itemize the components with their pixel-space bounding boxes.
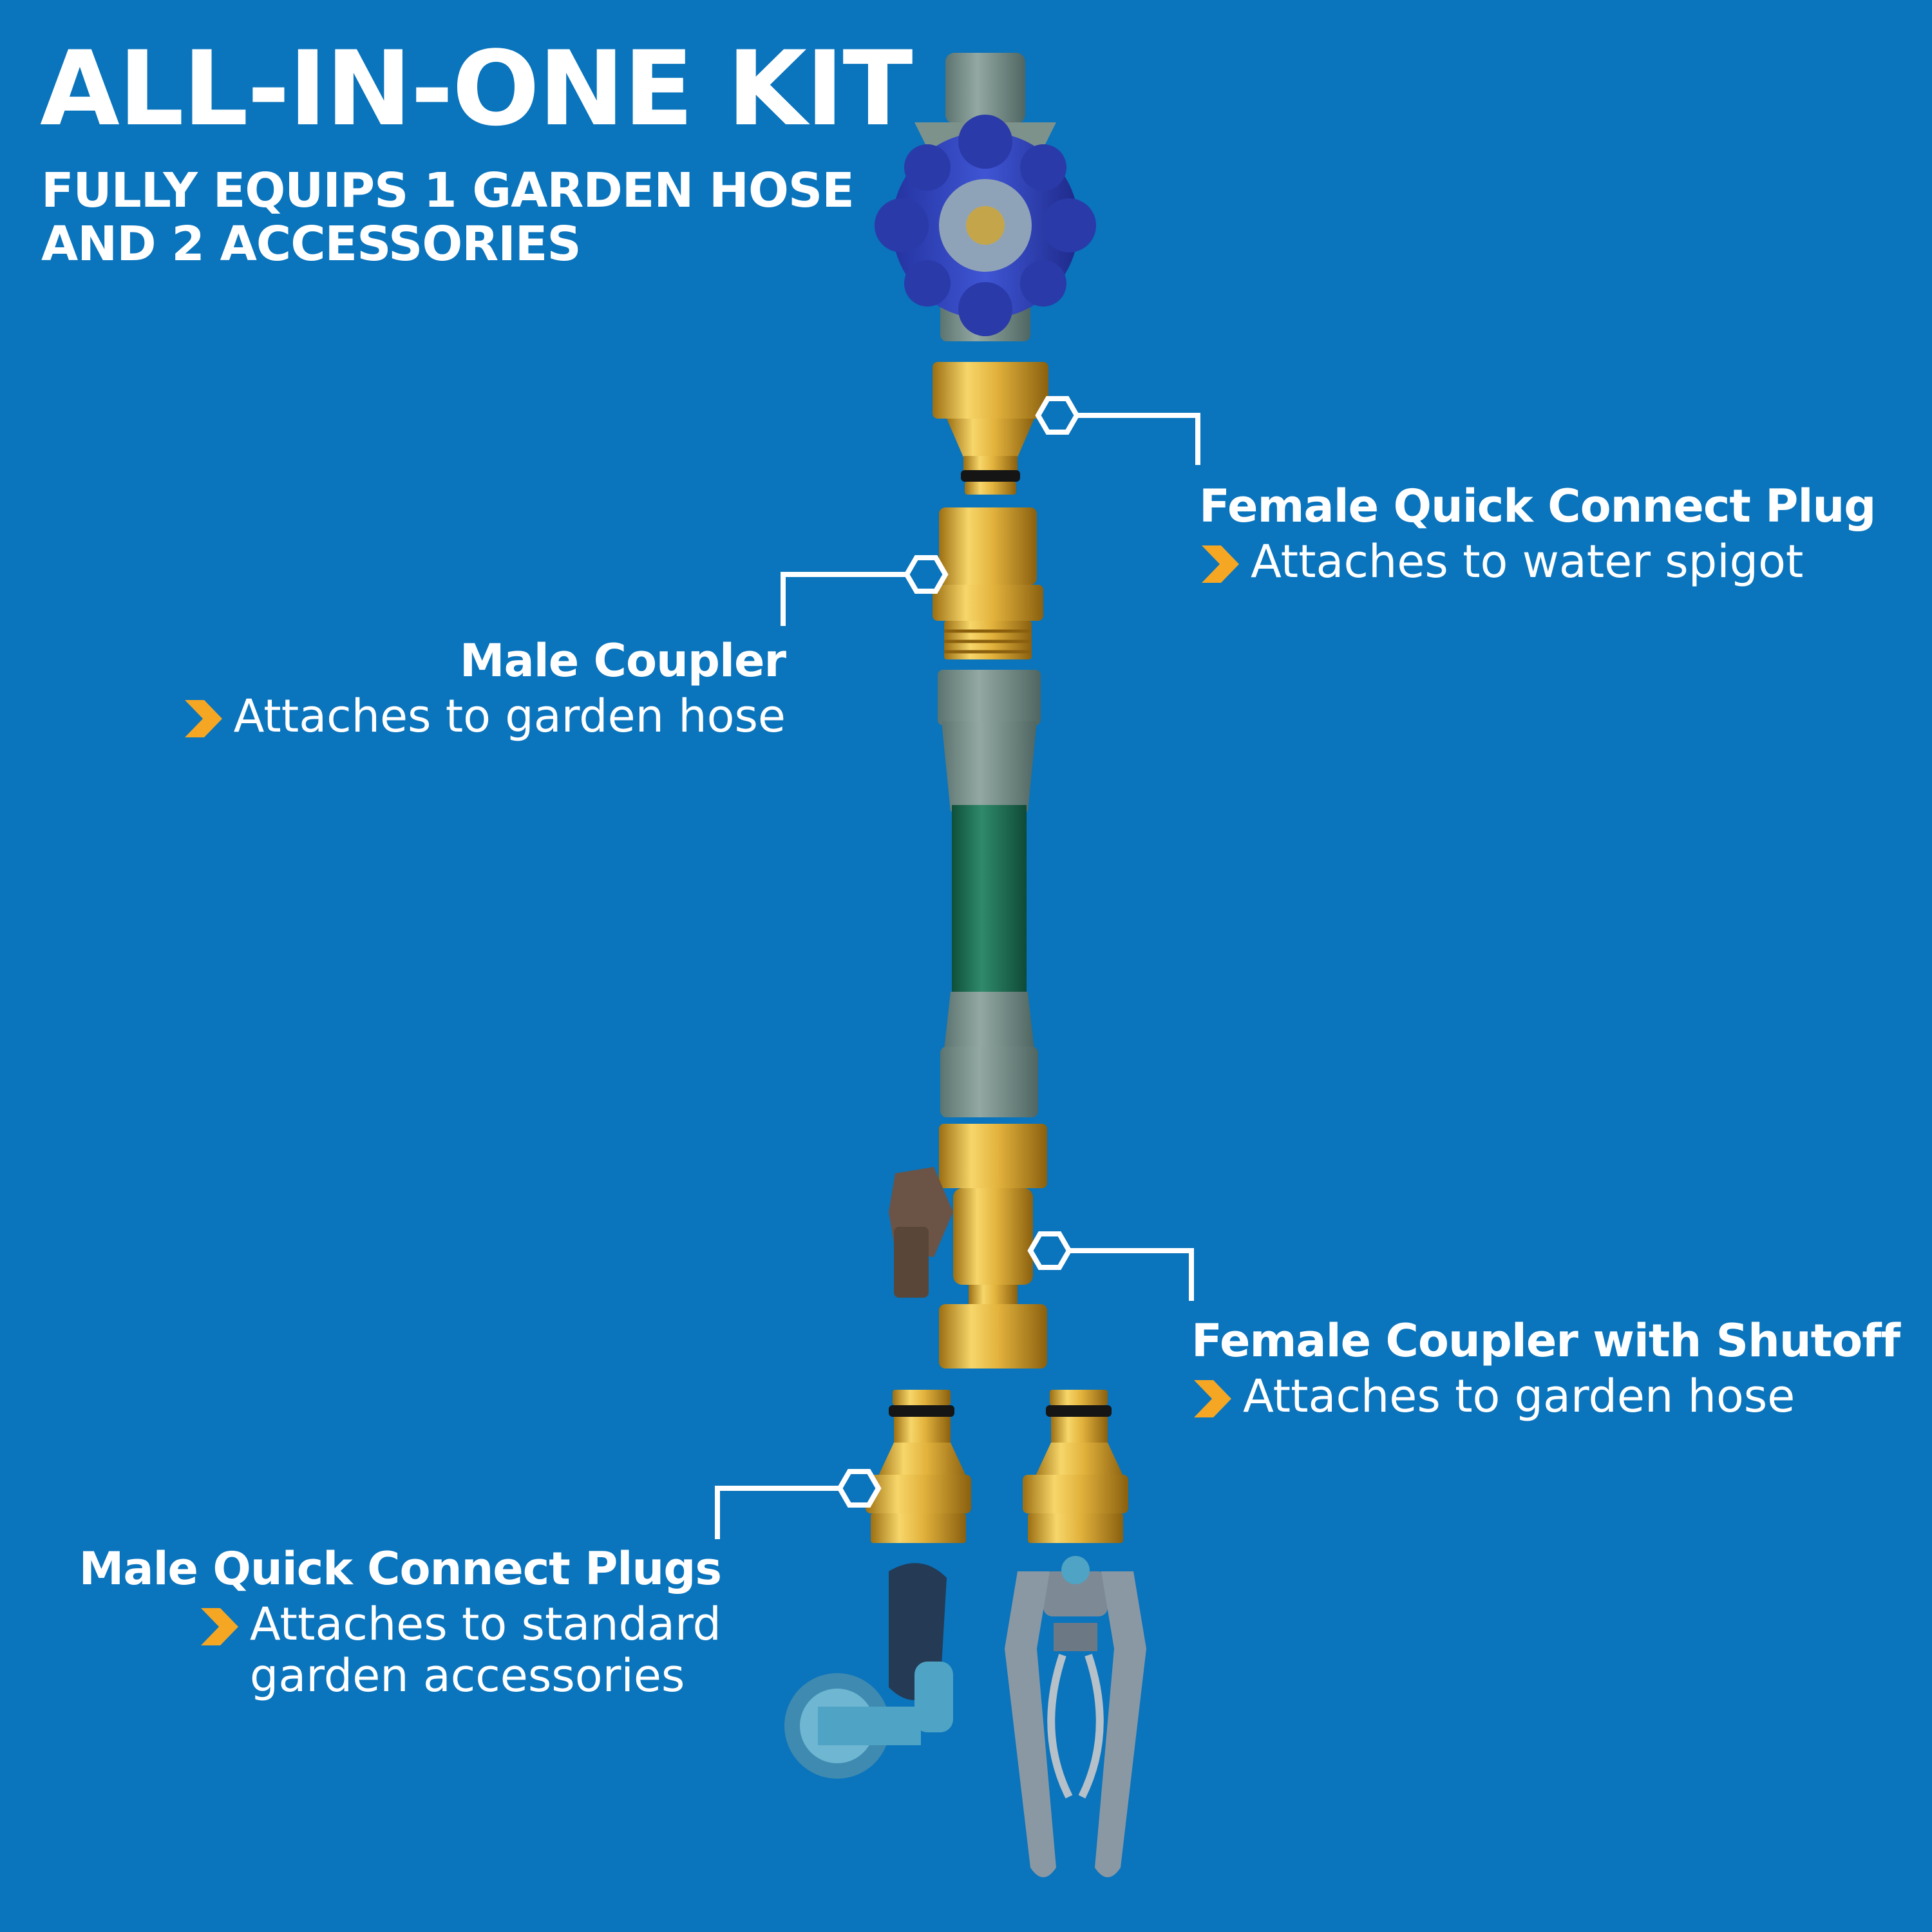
water-spigot-icon (875, 53, 1096, 341)
leader-female-coupler-shutoff (1069, 1248, 1194, 1301)
female-quick-connect-plug-icon (933, 362, 1048, 495)
callout-description: Attaches to standard garden accessories (249, 1598, 721, 1702)
chevron-right-icon (184, 700, 222, 737)
chevron-right-icon (1202, 545, 1239, 583)
page-subtitle: FULLY EQUIPS 1 GARDEN HOSE AND 2 ACCESSO… (41, 163, 855, 272)
callout-female-coupler-with-shutoff: Female Coupler with Shutoff Attaches to … (1191, 1316, 1900, 1423)
callout-title: Female Quick Connect Plug (1199, 480, 1876, 533)
subtitle-line-1: FULLY EQUIPS 1 GARDEN HOSE (41, 163, 855, 218)
callout-description: Attaches to garden hose (233, 690, 786, 743)
hexagon-marker-icon (904, 555, 949, 594)
male-coupler-icon (933, 507, 1043, 659)
subtitle-line-2: AND 2 ACCESSORIES (41, 216, 582, 272)
callout-male-quick-connect-plugs: Male Quick Connect Plugs Attaches to sta… (79, 1542, 722, 1702)
page-title: ALL-IN-ONE KIT (40, 28, 913, 149)
callout-description-row: Attaches to garden hose (182, 690, 786, 743)
callout-female-quick-connect-plug: Female Quick Connect Plug Attaches to wa… (1199, 480, 1876, 588)
chevron-right-icon (200, 1608, 238, 1645)
male-quick-connect-plug-left-icon (866, 1390, 971, 1543)
male-quick-connect-plug-right-icon (1023, 1390, 1128, 1543)
callout-description-row: Attaches to water spigot (1199, 536, 1875, 588)
hexagon-markers (837, 396, 1080, 1508)
leader-male-coupler (781, 572, 907, 626)
callout-description: Attaches to garden hose (1243, 1370, 1795, 1423)
callout-title: Male Coupler (459, 634, 786, 687)
leader-female-quick-connect (1075, 413, 1200, 465)
female-coupler-shutoff-icon (889, 1124, 1047, 1368)
callout-title: Female Coupler with Shutoff (1191, 1314, 1900, 1367)
callout-description: Attaches to water spigot (1251, 535, 1804, 588)
leader-male-quick-connect (715, 1486, 840, 1539)
spray-nozzle-icon (784, 1563, 953, 1779)
garden-hose-icon (938, 670, 1041, 1117)
callout-description-row: Attaches to standard garden accessories (79, 1598, 721, 1702)
callout-description-row: Attaches to garden hose (1191, 1370, 1900, 1423)
callout-title: Male Quick Connect Plugs (79, 1542, 722, 1595)
hexagon-marker-icon (1027, 1231, 1072, 1270)
hexagon-marker-icon (837, 1469, 882, 1508)
callout-description-line-1: Attaches to standard (249, 1598, 721, 1651)
callout-description-line-2: garden accessories (249, 1649, 685, 1702)
callout-male-coupler: Male Coupler Attaches to garden hose (182, 636, 786, 743)
chevron-right-icon (1194, 1380, 1231, 1417)
sprinkler-icon (1005, 1556, 1146, 1877)
hexagon-marker-icon (1035, 396, 1080, 435)
leader-lines (715, 413, 1200, 1539)
